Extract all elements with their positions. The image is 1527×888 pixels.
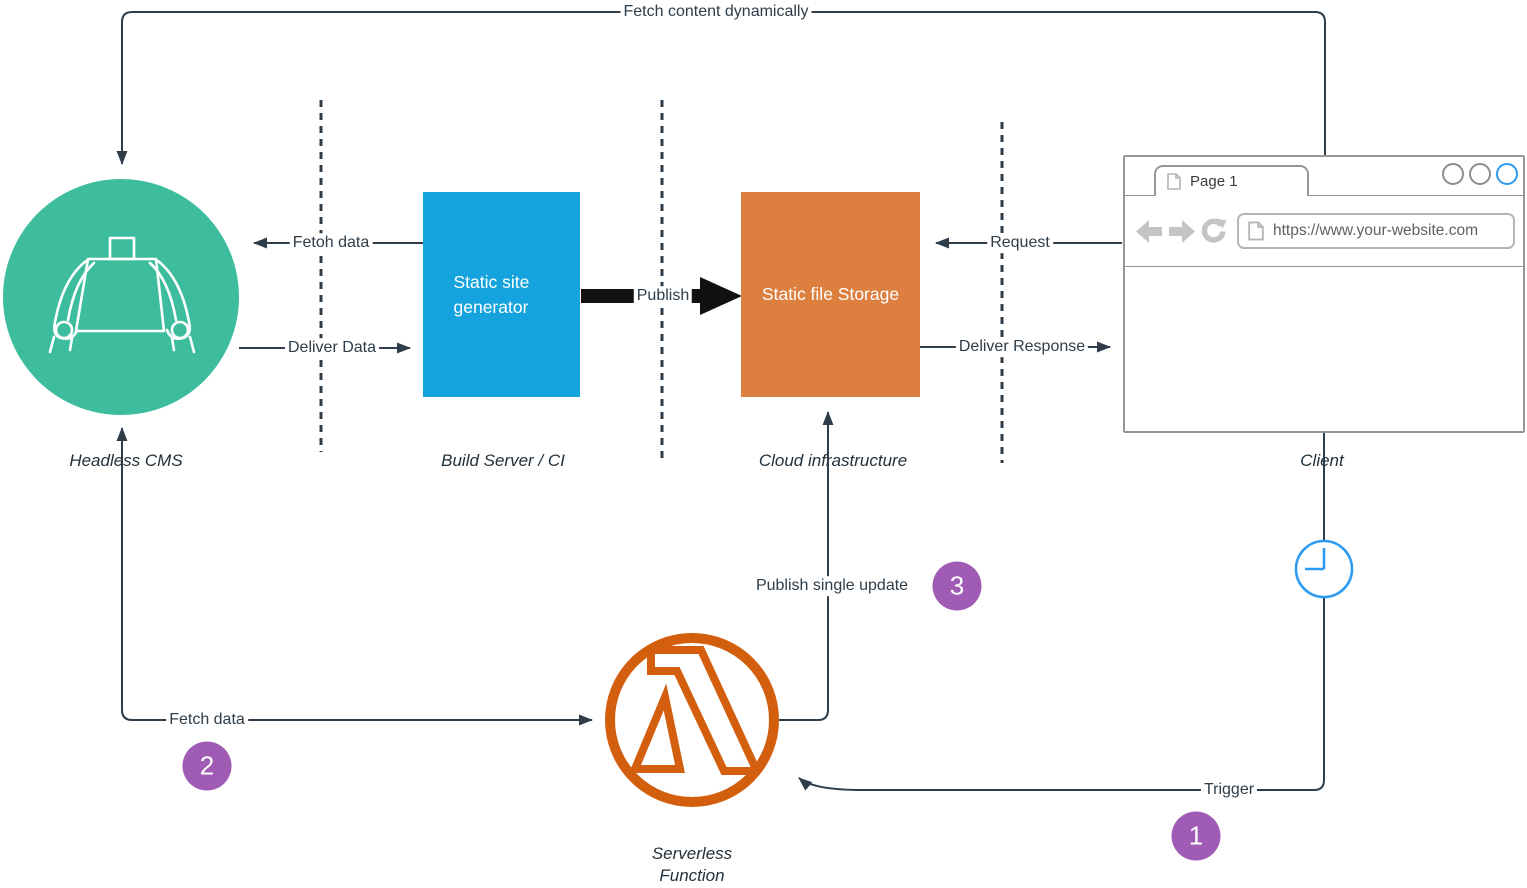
label-cloud-infrastructure: Cloud infrastructure (758, 450, 908, 470)
edge-fetch-content-dynamically (116, 11, 1326, 165)
label-publish: Publish (633, 286, 693, 306)
url-page-icon (1248, 221, 1264, 241)
lambda-circle (605, 633, 779, 807)
back-icon[interactable] (1136, 219, 1163, 243)
label-fetch-data-function: Fetch data (166, 710, 248, 730)
label-serverless-function: Serverless Function (651, 843, 733, 885)
static-file-storage-box: Static file Storage (741, 192, 920, 397)
headless-torso-icon (48, 236, 196, 354)
static-file-storage-label: Static file Storage (761, 284, 900, 305)
clock-icon (1294, 539, 1354, 599)
label-build-server: Build Server / CI (441, 450, 565, 470)
url-bar[interactable]: https://www.your-website.com (1237, 213, 1515, 249)
static-site-generator-label: Static site generator (453, 272, 530, 317)
browser-tab[interactable]: Page 1 (1154, 165, 1309, 196)
url-text: https://www.your-website.com (1273, 222, 1479, 239)
label-deliver-data: Deliver Data (284, 338, 380, 358)
browser-tab-row: Page 1 (1125, 157, 1523, 196)
label-deliver-response: Deliver Response (955, 337, 1089, 357)
tab-page-icon (1167, 173, 1181, 190)
label-request: Request (987, 233, 1053, 253)
tab-title: Page 1 (1190, 173, 1238, 190)
edge-trigger (798, 598, 1325, 791)
refresh-icon[interactable] (1200, 218, 1227, 245)
label-publish-single-update: Publish single update (752, 576, 912, 596)
cms-circle (3, 179, 239, 415)
browser-window: Page 1 ht (1123, 155, 1525, 433)
step-badge-2: 2 (182, 741, 232, 791)
window-buttons (1442, 163, 1518, 185)
headless-cms-node (3, 179, 239, 415)
label-fetch-data-build: Fetoh data (289, 233, 373, 253)
serverless-function-node (605, 633, 779, 807)
static-site-generator-box: Static site generator (423, 192, 580, 397)
window-button-1[interactable] (1442, 163, 1464, 185)
browser-page-body (1125, 267, 1523, 429)
browser-toolbar: https://www.your-website.com (1125, 196, 1523, 267)
label-trigger: Trigger (1200, 780, 1258, 800)
window-button-2[interactable] (1469, 163, 1491, 185)
label-client: Client (1300, 450, 1344, 470)
lambda-icon (629, 646, 759, 775)
label-headless-cms: Headless CMS (69, 450, 183, 470)
label-fetch-content-dynamically: Fetch content dynamically (620, 2, 812, 22)
step-badge-3: 3 (932, 561, 982, 611)
window-button-3[interactable] (1496, 163, 1518, 185)
step-badge-1: 1 (1171, 811, 1221, 861)
forward-icon[interactable] (1168, 219, 1195, 243)
